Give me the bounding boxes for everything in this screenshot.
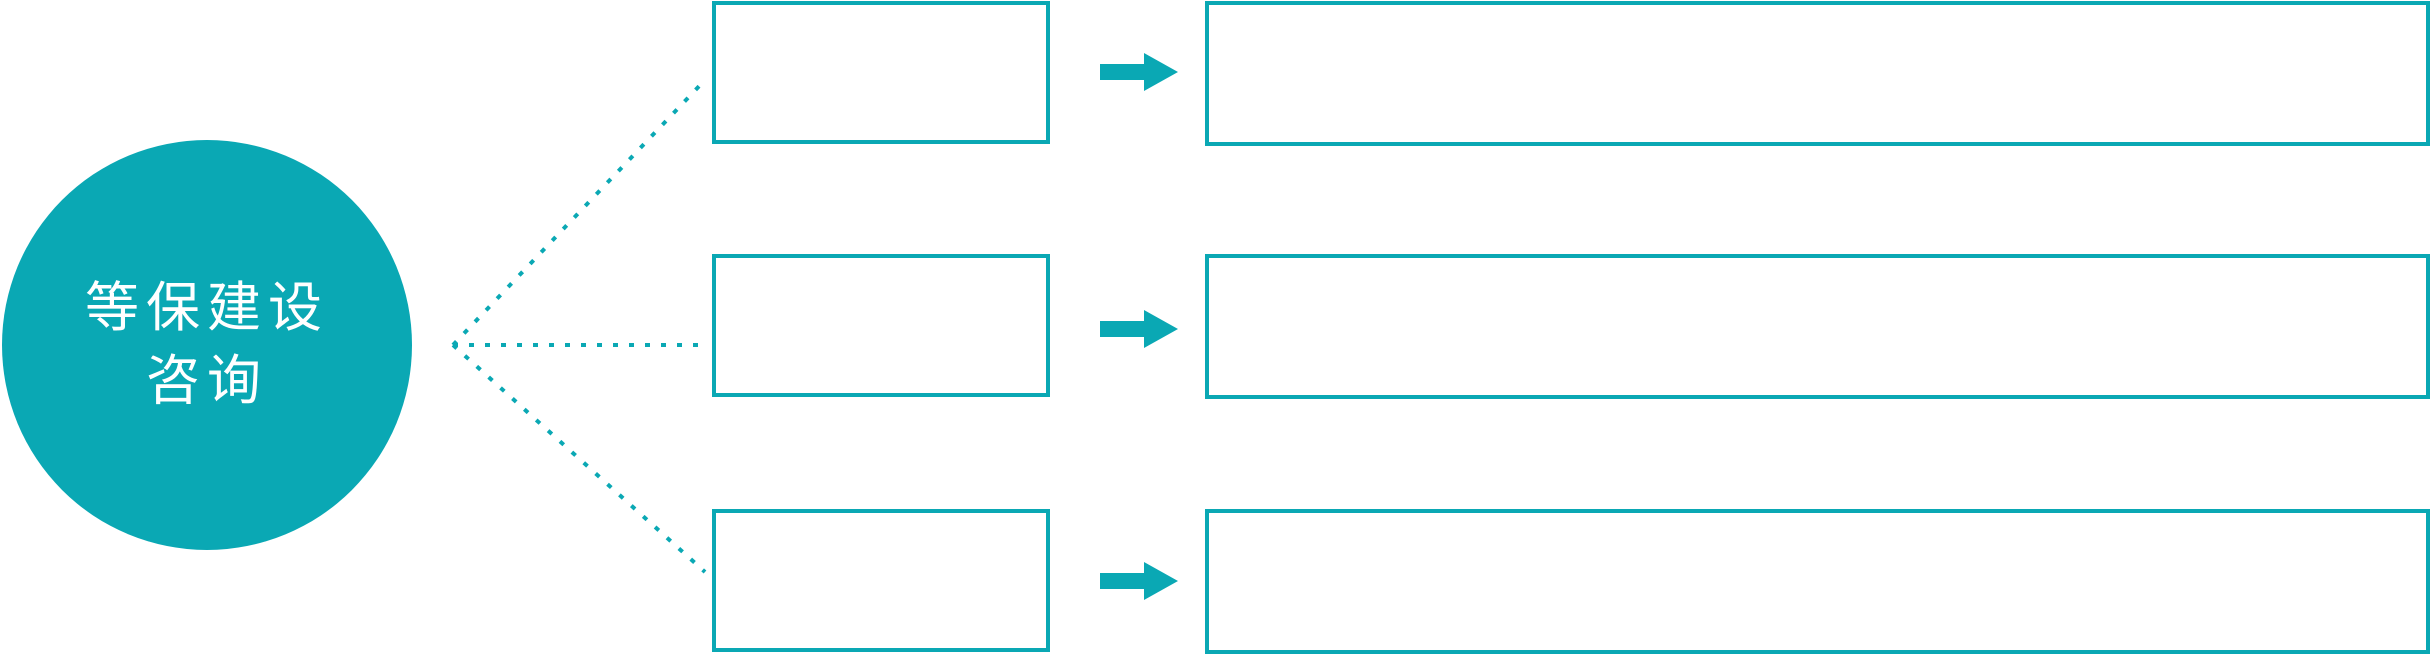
topic-circle: 等保建设 咨询 — [2, 140, 412, 550]
large-box-2 — [1205, 254, 2430, 399]
small-box-1 — [712, 1, 1050, 144]
arrow-right-icon — [1100, 53, 1178, 91]
dotted-connector-line-top — [451, 78, 707, 347]
small-box-3 — [712, 509, 1050, 652]
large-box-1 — [1205, 1, 2430, 146]
topic-circle-label-line1: 等保建设 — [85, 278, 329, 338]
small-box-2 — [712, 254, 1050, 397]
large-box-3 — [1205, 509, 2430, 654]
dotted-connector-line-bottom — [451, 343, 707, 574]
arrow-right-icon — [1100, 310, 1178, 348]
arrow-right-icon — [1100, 562, 1178, 600]
topic-circle-label-line2: 咨询 — [146, 351, 268, 411]
